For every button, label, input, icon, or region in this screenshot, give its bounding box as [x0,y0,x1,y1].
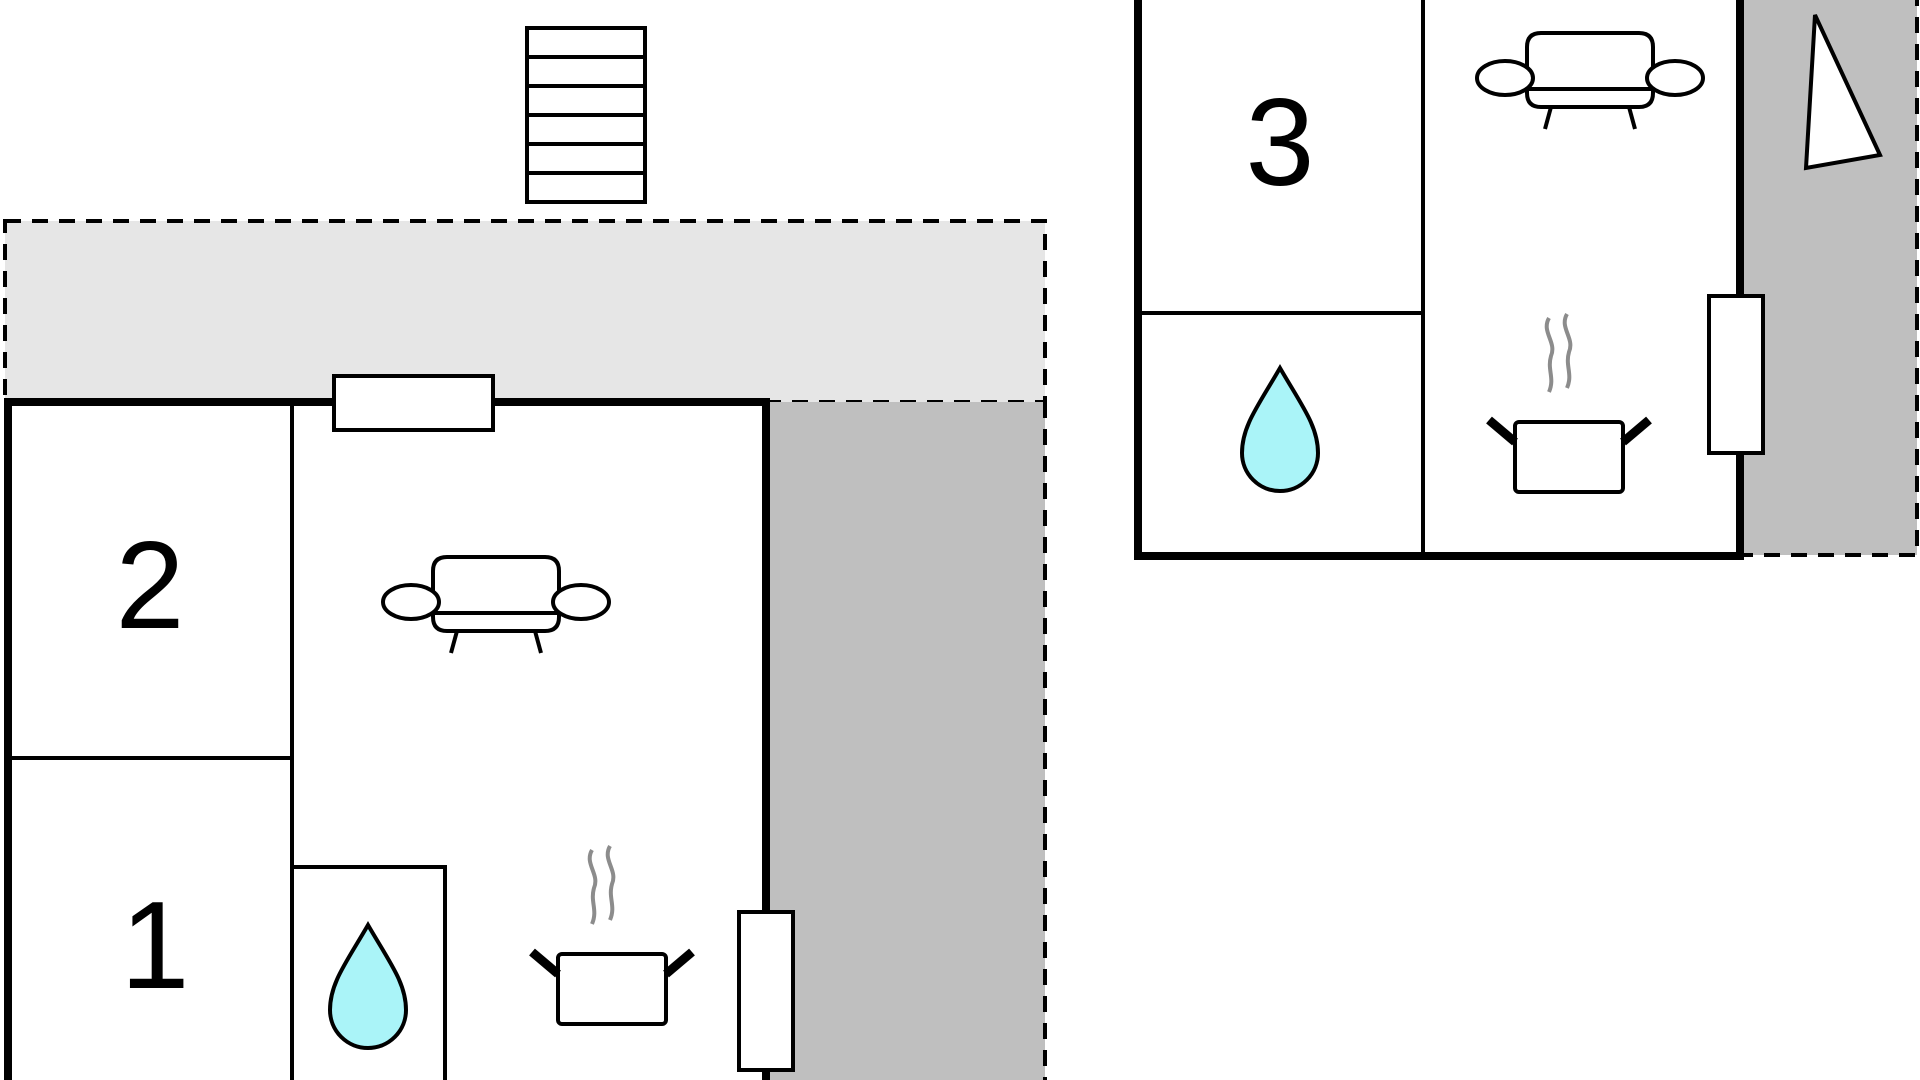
cooking-pot-icon [532,846,692,1024]
north-arrow-icon [1803,14,1883,171]
sofa-icon [1475,31,1705,131]
door-icon [332,374,495,432]
room-label-3: 3 [1246,74,1315,212]
garden-area [766,402,1045,1080]
exterior-wall [1134,0,1744,560]
interior-walls [8,402,447,1080]
sofa-icon [381,555,611,655]
water-drop-icon [1240,366,1320,493]
terrace-area [3,219,1047,404]
room-label-2: 2 [116,517,185,655]
unit-right: 3 [1134,0,1919,560]
door-icon [737,910,795,1072]
garden-boundary [1740,0,1919,557]
stairs-steps [527,55,645,175]
room-label-1: 1 [121,877,190,1015]
cooking-pot-icon [1489,314,1649,492]
interior-walls [1138,0,1425,556]
water-drop-icon [328,923,408,1050]
door-icon [1707,294,1765,455]
unit-left: 2 1 [3,26,1047,1080]
